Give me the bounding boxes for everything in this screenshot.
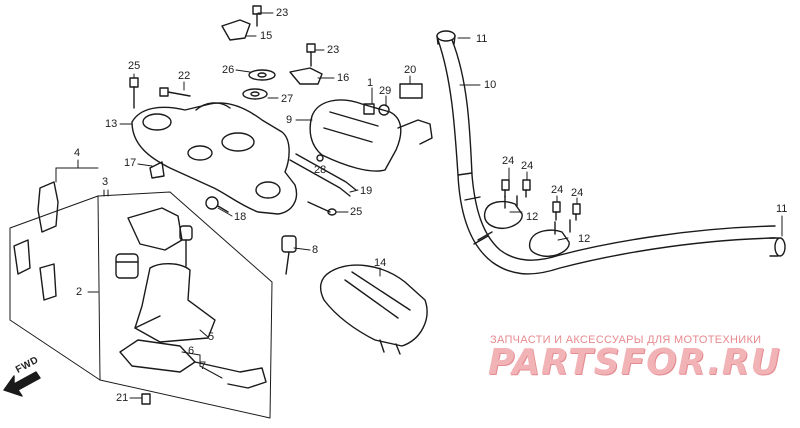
callout-16: 16	[337, 72, 350, 84]
bracket-15	[221, 5, 262, 41]
callout-28: 28	[314, 164, 327, 176]
callout-6: 6	[188, 345, 195, 357]
rod-28	[289, 153, 357, 197]
callout-24-c: 24	[551, 184, 564, 196]
callout-7: 7	[200, 360, 207, 372]
callout-24-a: 24	[502, 155, 515, 167]
callout-1: 1	[367, 77, 374, 89]
callout-23-top: 23	[276, 7, 289, 19]
callout-2: 2	[76, 286, 83, 298]
callout-24-b: 24	[521, 160, 534, 172]
fwd-arrow	[3, 371, 41, 397]
callout-26: 26	[222, 64, 235, 76]
handlebar	[437, 39, 776, 275]
clip-17	[149, 161, 165, 179]
meter-case	[309, 99, 433, 172]
callout-17: 17	[124, 157, 137, 169]
callout-15: 15	[260, 30, 273, 42]
bolt-25-top	[129, 77, 139, 109]
washer-26	[248, 69, 276, 81]
callout-4: 4	[74, 147, 81, 159]
callout-5: 5	[208, 331, 215, 343]
callout-12-upper: 12	[526, 211, 539, 223]
callout-25-low: 25	[350, 206, 363, 218]
screw-21	[141, 393, 151, 405]
key-8	[281, 235, 297, 275]
switch-housing	[127, 207, 216, 343]
leader-lines	[55, 12, 783, 399]
callout-24-d: 24	[571, 187, 584, 199]
key-upper	[179, 225, 193, 267]
callout-8: 8	[312, 244, 319, 256]
switch-covers	[13, 239, 57, 301]
bracket-16	[289, 43, 323, 85]
switch-assembly-outline	[9, 191, 273, 419]
callout-13: 13	[105, 118, 118, 130]
key-18	[205, 196, 229, 213]
callout-9: 9	[286, 114, 293, 126]
label-plate-20	[399, 83, 423, 99]
grip-right	[769, 237, 786, 257]
callout-11-top: 11	[476, 33, 488, 45]
callout-12-lower: 12	[578, 233, 591, 245]
top-bridge	[131, 102, 298, 215]
nut-29	[378, 104, 390, 116]
grommet-4	[37, 181, 59, 233]
callout-29: 29	[379, 85, 392, 97]
callout-3: 3	[102, 176, 109, 188]
callout-21: 21	[116, 392, 129, 404]
callout-20: 20	[404, 64, 417, 76]
callout-11-right: 11	[776, 203, 788, 215]
washer-27	[242, 88, 268, 100]
harness-cover-14	[319, 264, 428, 355]
handlebar-holder-upper	[483, 195, 523, 229]
callout-22: 22	[178, 70, 191, 82]
callout-27: 27	[281, 93, 294, 105]
callout-18: 18	[234, 211, 247, 223]
handlebar-holder-lower	[528, 219, 571, 257]
bolt-25-low	[307, 201, 337, 216]
callout-19: 19	[360, 185, 373, 197]
callout-10: 10	[484, 79, 497, 91]
bolts-24	[501, 179, 581, 221]
grip-top	[436, 30, 456, 45]
switch-body-lower	[119, 339, 267, 389]
callout-14: 14	[374, 257, 387, 269]
callout-25-top: 25	[128, 60, 141, 72]
key-cylinder	[115, 253, 139, 279]
watermark-logo: PARTSFOR.RU	[488, 342, 781, 383]
watermark-caption: ЗАПЧАСТИ И АКСЕССУАРЫ ДЛЯ МОТОТЕХНИКИ	[490, 334, 762, 346]
callout-23-mid: 23	[327, 44, 340, 56]
bolt-22	[159, 87, 191, 97]
